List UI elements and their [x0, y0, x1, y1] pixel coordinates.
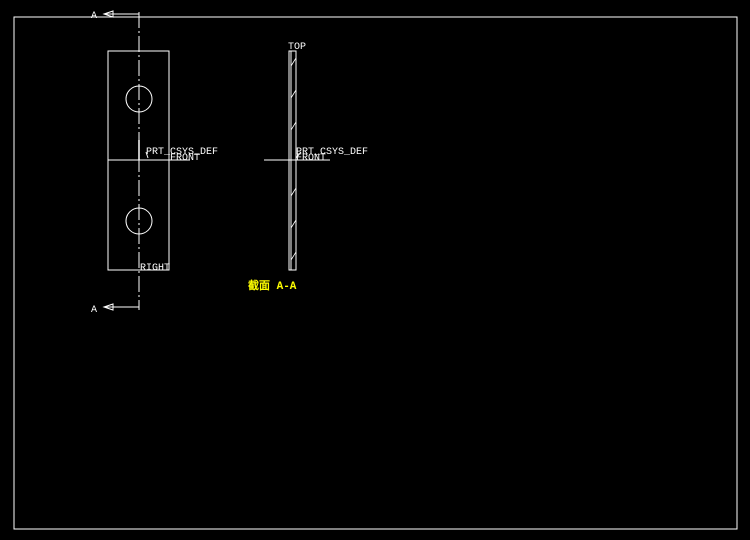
front-plane-label: FRONT — [170, 153, 200, 164]
side-csys-leader — [295, 151, 302, 159]
section-letter-top: A — [91, 11, 97, 22]
side-view: TOP PRT_CSYS_DEF FRONT — [264, 42, 368, 271]
section-arrow-top-icon — [102, 10, 114, 18]
section-hatching — [290, 57, 297, 261]
front-view: PRT_CSYS_DEF FRONT RIGHT — [107, 12, 218, 310]
section-marker-top: A — [91, 10, 139, 22]
section-title: 截面 A-A — [248, 278, 297, 293]
section-arrow-bottom-icon — [102, 303, 114, 311]
right-plane-label: RIGHT — [140, 263, 170, 274]
side-csys-label: PRT_CSYS_DEF — [296, 147, 368, 158]
sheet-border — [13, 16, 738, 530]
side-front-plane-label: FRONT — [296, 153, 326, 164]
section-marker-bottom: A — [91, 303, 139, 316]
front-csys-label: PRT_CSYS_DEF — [146, 147, 218, 158]
front-csys-leader — [145, 151, 149, 159]
section-letter-bottom: A — [91, 305, 97, 316]
top-plane-label: TOP — [288, 42, 306, 53]
